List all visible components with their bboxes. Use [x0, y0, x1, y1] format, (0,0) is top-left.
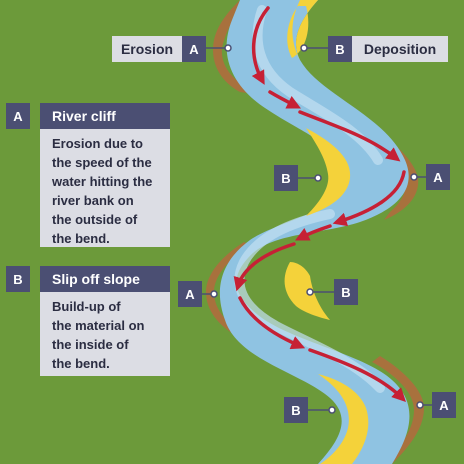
slip-off-slope-info-box: B Slip off slope Build-up of the materia…	[6, 266, 170, 376]
marker-a-3: A	[432, 392, 456, 418]
flow-arrow	[233, 242, 296, 292]
river-cliff-line: river bank on	[52, 193, 134, 208]
erosion-marker: A	[189, 42, 199, 57]
svg-text:B: B	[281, 171, 290, 186]
flow-arrow	[308, 348, 406, 402]
svg-text:A: A	[185, 287, 195, 302]
leader-lines	[202, 44, 432, 414]
erosion-label-box	[112, 36, 182, 62]
slip-off-slope-header	[40, 266, 170, 292]
river-cliff-line: the bend.	[52, 231, 110, 246]
river-cliff-bank-1	[213, 0, 262, 95]
slip-off-slope-tag: B	[13, 272, 22, 287]
marker-b-3: B	[284, 397, 308, 423]
river-cliff-line: Erosion due to	[52, 136, 143, 151]
flow-arrow	[251, 6, 270, 85]
flow-arrow	[294, 224, 332, 241]
river-cliff-title: River cliff	[52, 108, 116, 124]
river-cliff-info-box: A River cliff Erosion due to the speed o…	[6, 103, 170, 247]
flow-arrow	[268, 90, 302, 109]
slip-off-slope-tag-box	[6, 266, 30, 292]
river-cliff-body	[40, 129, 170, 247]
marker-a-2: A	[178, 281, 202, 307]
river-cliff-line: the speed of the	[52, 155, 152, 170]
svg-text:B: B	[341, 285, 350, 300]
deposition-label: Deposition	[364, 41, 436, 57]
river-cliff-bank-3	[206, 242, 250, 338]
slip-off-slope-4	[318, 374, 369, 464]
river-cliff-header	[40, 103, 170, 129]
flow-arrow	[238, 296, 306, 350]
slip-off-slope-body	[40, 292, 170, 376]
slip-off-slope-line: Build-up of	[52, 299, 121, 314]
flow-arrow	[298, 110, 401, 162]
river-cliff-bank-4	[372, 356, 424, 464]
flow-arrows	[233, 6, 406, 402]
svg-text:A: A	[433, 170, 443, 185]
marker-b-1: B	[274, 165, 298, 191]
river-cliff-tag-box	[6, 103, 30, 129]
deposition-marker: B	[335, 42, 344, 57]
marker-a-1: A	[426, 164, 450, 190]
marker-b-2: B	[334, 279, 358, 305]
svg-text:A: A	[439, 398, 449, 413]
flow-arrow	[332, 170, 406, 227]
river-channel	[219, 0, 410, 464]
river-cliff-tag: A	[13, 109, 23, 124]
slip-off-slope-line: the material on	[52, 318, 145, 333]
svg-text:B: B	[291, 403, 300, 418]
slip-off-slope-line: the inside of	[52, 337, 129, 352]
erosion-marker-box	[182, 36, 206, 62]
erosion-label: Erosion	[121, 41, 173, 57]
slip-off-slope-1	[287, 0, 318, 60]
river-cliff-line: water hitting the	[51, 174, 152, 189]
deposition-marker-box	[328, 36, 352, 62]
river-cliff-line: the outside of	[52, 212, 138, 227]
deposition-label-box	[352, 36, 448, 62]
slip-off-slope-title: Slip off slope	[52, 271, 140, 287]
slip-off-slope-2	[306, 128, 351, 216]
slip-off-slope-line: the bend.	[52, 356, 110, 371]
